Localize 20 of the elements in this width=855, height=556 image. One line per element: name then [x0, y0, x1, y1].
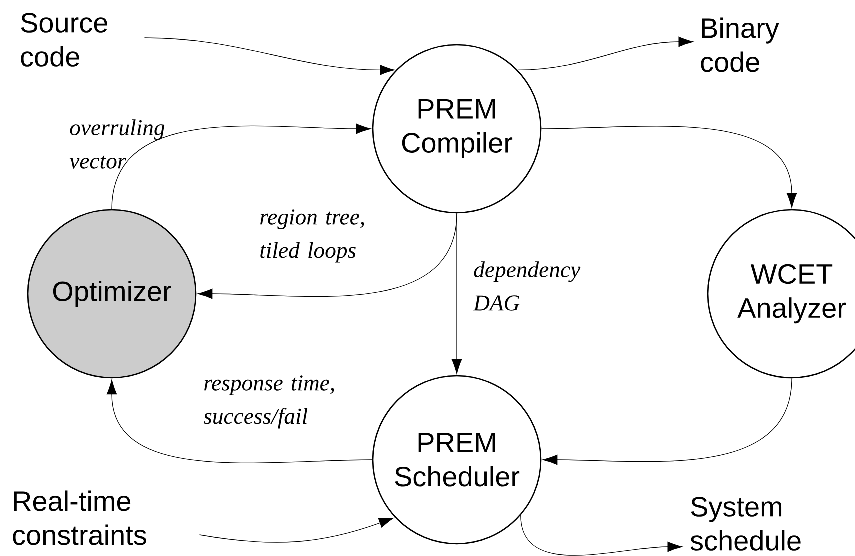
edge-label: overruling vector [70, 120, 165, 169]
arrow [112, 124, 372, 210]
arrow [518, 36, 694, 71]
text-label: Source code [21, 13, 108, 67]
circle-node: PREM Compiler [372, 44, 542, 214]
text-label: System schedule [690, 497, 801, 551]
arrow [541, 126, 798, 208]
circle-node: Optimizer [27, 209, 197, 379]
circle-node: PREM Scheduler [372, 375, 542, 545]
edge-label: region tree, tiled loops [260, 210, 364, 263]
edge-label: dependency DAG [473, 262, 581, 311]
arrow [542, 378, 792, 466]
arrow [199, 518, 394, 543]
edge-label: response time, success/fail [204, 376, 334, 429]
arrow [106, 380, 373, 464]
text-label: Binary code [701, 18, 780, 72]
arrow [144, 38, 395, 76]
text-label: Real-time constraints [13, 490, 146, 546]
arrow [452, 213, 462, 374]
arrow [520, 515, 683, 556]
